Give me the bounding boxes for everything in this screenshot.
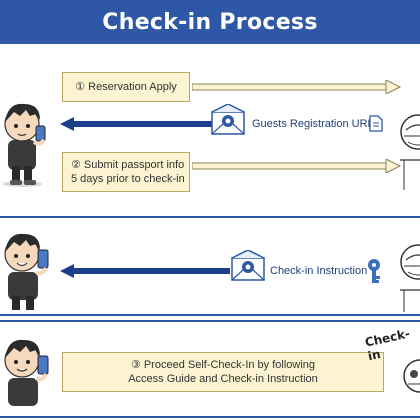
self-checkin-label: ③ Proceed Self-Check-In by following Acc…	[128, 359, 318, 385]
reservation-step: ① Reservation Apply	[62, 72, 190, 102]
arrow-icon	[192, 80, 402, 94]
key-icon	[368, 259, 380, 283]
page-title: Check-in Process	[0, 0, 420, 44]
envelope-at-icon	[231, 250, 265, 281]
guest-figure-icon	[4, 233, 49, 310]
title-text: Check-in Process	[102, 9, 318, 35]
guest-figure-icon	[4, 339, 49, 406]
host-figure-icon	[400, 114, 420, 190]
reservation-label: ① Reservation Apply	[75, 81, 177, 93]
checkin-instruction-label: Check-in Instruction	[270, 265, 368, 277]
arrow-icon	[60, 117, 214, 131]
self-checkin-section	[0, 320, 420, 418]
host-figure-icon	[400, 244, 420, 312]
checkin-instruction-section	[0, 216, 420, 316]
submit-passport-step: ② Submit passport info 5 days prior to c…	[62, 152, 190, 192]
guest-figure-icon	[2, 103, 46, 187]
arrow-icon	[192, 159, 402, 173]
guests-registration-label: Guests Registration URL	[252, 118, 374, 130]
submit-passport-label: ② Submit passport info 5 days prior to c…	[71, 159, 185, 185]
host-figure-icon	[403, 359, 420, 393]
self-checkin-step: ③ Proceed Self-Check-In by following Acc…	[62, 352, 384, 392]
envelope-at-icon	[211, 104, 245, 135]
arrow-icon	[60, 264, 230, 278]
document-icon	[369, 115, 383, 132]
